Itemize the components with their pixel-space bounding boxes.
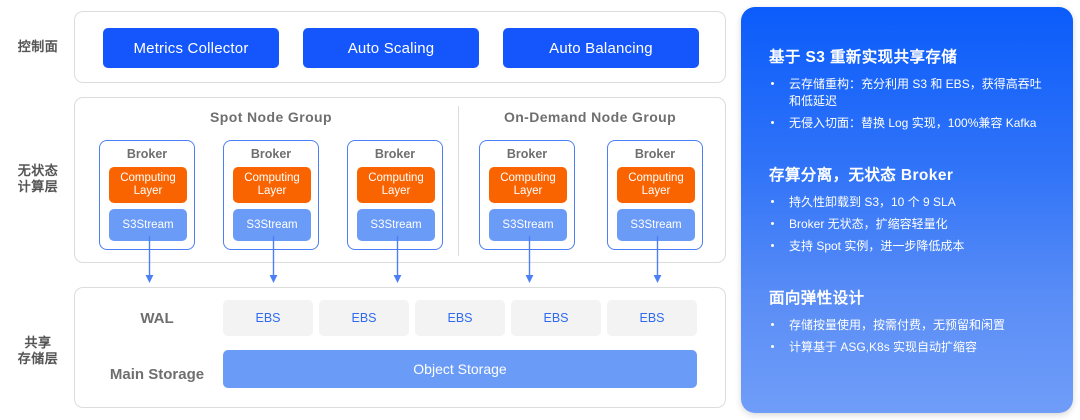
wal-label: WAL	[140, 310, 174, 327]
row-label-storage-line2: 存储层	[17, 351, 59, 366]
broker-title: Broker	[250, 147, 292, 161]
metrics-collector-button[interactable]: Metrics Collector	[103, 28, 279, 68]
section-bullets-shared-storage: 云存储重构：充分利用 S3 和 EBS，获得高吞吐和低延迟 无侵入切面：替换 L…	[763, 76, 1051, 132]
bullet-text: 存储按量使用，按需付费，无预留和闲置	[789, 318, 1006, 332]
control-plane-panel: Metrics Collector Auto Scaling Auto Bala…	[74, 11, 726, 83]
connector-arrow-icon	[525, 236, 534, 283]
computing-layer-block: Computing Layer	[357, 167, 435, 203]
section-bullets-elastic-design: 存储按量使用，按需付费，无预留和闲置 计算基于 ASG,K8s 实现自动扩缩容	[763, 317, 1051, 356]
bullet-dot-icon	[771, 222, 774, 225]
bullet-text: 持久性卸载到 S3，10 个 9 SLA	[789, 195, 956, 209]
ebs-block[interactable]: EBS	[319, 300, 409, 336]
broker-card[interactable]: Broker Computing Layer S3Stream	[479, 140, 575, 250]
broker-title: Broker	[634, 147, 676, 161]
bullet-dot-icon	[771, 121, 774, 124]
computing-layer-block: Computing Layer	[617, 167, 695, 203]
broker-card[interactable]: Broker Computing Layer S3Stream	[223, 140, 319, 250]
section-bullets-stateless-broker: 持久性卸载到 S3，10 个 9 SLA Broker 无状态，扩缩容轻量化 支…	[763, 194, 1051, 255]
connector-arrow-icon	[653, 236, 662, 283]
broker-title: Broker	[126, 147, 168, 161]
bullet-dot-icon	[771, 323, 774, 326]
s3stream-block: S3Stream	[489, 209, 567, 241]
bullet-dot-icon	[771, 345, 774, 348]
bullet-item: 计算基于 ASG,K8s 实现自动扩缩容	[763, 339, 1051, 356]
row-label-compute-line1: 无状态	[17, 163, 59, 178]
broker-card[interactable]: Broker Computing Layer S3Stream	[347, 140, 443, 250]
summary-card: 基于 S3 重新实现共享存储 云存储重构：充分利用 S3 和 EBS，获得高吞吐…	[741, 7, 1073, 413]
row-label-control-plane: 控制面	[6, 39, 70, 55]
bullet-item: 持久性卸载到 S3，10 个 9 SLA	[763, 194, 1051, 211]
bullet-item: 存储按量使用，按需付费，无预留和闲置	[763, 317, 1051, 334]
section-title-stateless-broker: 存算分离，无状态 Broker	[769, 167, 954, 184]
auto-balancing-button[interactable]: Auto Balancing	[503, 28, 699, 68]
architecture-column: 控制面 无状态 计算层 共享 存储层 Metrics Collector Aut…	[6, 11, 726, 408]
connector-arrow-icon	[145, 236, 154, 283]
bullet-dot-icon	[771, 244, 774, 247]
main-storage-label: Main Storage	[109, 366, 205, 383]
on-demand-node-group-title: On-Demand Node Group	[503, 109, 677, 125]
s3stream-block: S3Stream	[357, 209, 435, 241]
s3stream-block: S3Stream	[109, 209, 187, 241]
row-label-compute-line2: 计算层	[17, 179, 59, 194]
row-label-compute: 无状态 计算层	[6, 163, 70, 195]
s3stream-block: S3Stream	[233, 209, 311, 241]
bullet-text: 计算基于 ASG,K8s 实现自动扩缩容	[789, 340, 978, 354]
s3stream-block: S3Stream	[617, 209, 695, 241]
bullet-text: 无侵入切面：替换 Log 实现，100%兼容 Kafka	[789, 116, 1037, 130]
ebs-block[interactable]: EBS	[415, 300, 505, 336]
section-title-elastic-design: 面向弹性设计	[769, 290, 865, 307]
shared-storage-panel: WAL Main Storage EBS EBS EBS EBS EBS Obj…	[74, 287, 726, 408]
bullet-item: 云存储重构：充分利用 S3 和 EBS，获得高吞吐和低延迟	[763, 76, 1051, 110]
computing-layer-block: Computing Layer	[233, 167, 311, 203]
row-label-control-plane-text: 控制面	[17, 39, 59, 54]
row-label-storage-line1: 共享	[24, 335, 52, 350]
bullet-text: 支持 Spot 实例，进一步降低成本	[789, 239, 965, 253]
bullet-item: 支持 Spot 实例，进一步降低成本	[763, 238, 1051, 255]
bullet-item: 无侵入切面：替换 Log 实现，100%兼容 Kafka	[763, 115, 1051, 132]
object-storage-block[interactable]: Object Storage	[223, 350, 697, 388]
spot-node-group-title: Spot Node Group	[210, 109, 332, 125]
bullet-dot-icon	[771, 200, 774, 203]
stateless-compute-panel: Spot Node Group On-Demand Node Group Bro…	[74, 97, 726, 263]
bullet-text: 云存储重构：充分利用 S3 和 EBS，获得高吞吐和低延迟	[789, 77, 1042, 108]
ebs-block[interactable]: EBS	[223, 300, 313, 336]
ebs-block[interactable]: EBS	[511, 300, 601, 336]
connector-arrow-icon	[269, 236, 278, 283]
row-label-storage: 共享 存储层	[6, 335, 70, 367]
broker-card[interactable]: Broker Computing Layer S3Stream	[99, 140, 195, 250]
computing-layer-block: Computing Layer	[489, 167, 567, 203]
connector-arrow-icon	[393, 236, 402, 283]
bullet-item: Broker 无状态，扩缩容轻量化	[763, 216, 1051, 233]
broker-card[interactable]: Broker Computing Layer S3Stream	[607, 140, 703, 250]
node-group-divider	[458, 106, 459, 256]
bullet-text: Broker 无状态，扩缩容轻量化	[789, 217, 948, 231]
section-spacer	[763, 137, 1051, 163]
section-spacer	[763, 260, 1051, 286]
ebs-block[interactable]: EBS	[607, 300, 697, 336]
broker-title: Broker	[374, 147, 416, 161]
broker-title: Broker	[506, 147, 548, 161]
section-title-shared-storage: 基于 S3 重新实现共享存储	[769, 49, 958, 66]
auto-scaling-button[interactable]: Auto Scaling	[303, 28, 479, 68]
bullet-dot-icon	[771, 82, 774, 85]
computing-layer-block: Computing Layer	[109, 167, 187, 203]
